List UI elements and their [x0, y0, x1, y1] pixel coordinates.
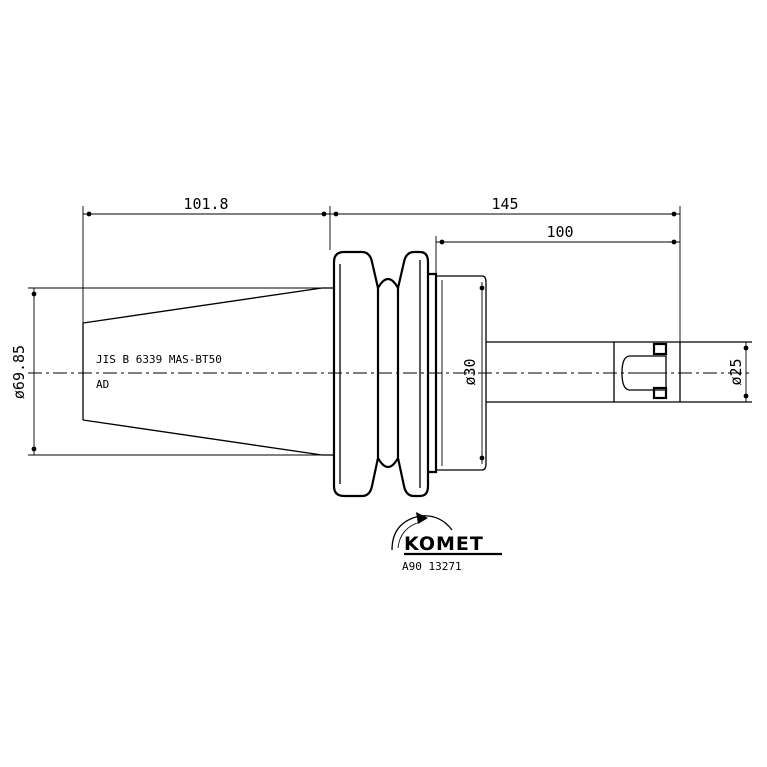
dimension-bore-diameter: ø25 [727, 342, 749, 402]
logo-brand: KOMET [404, 533, 484, 555]
dimension-flange-diameter: ø69.85 [10, 288, 37, 455]
flange-outline [332, 250, 430, 498]
extension-lines [28, 206, 752, 456]
dimension-projection-length: 100 [436, 223, 680, 245]
dim-taper-length-text: 101.8 [183, 195, 228, 213]
dim-overall-length-text: 145 [491, 195, 518, 213]
part-number: A90 13271 [402, 560, 462, 573]
dim-body-diameter-text: ø30 [461, 358, 479, 385]
dimension-taper-length: 101.8 [83, 195, 330, 217]
dim-projection-length-text: 100 [546, 223, 573, 241]
komet-logo: KOMET A90 13271 [391, 512, 502, 573]
shank-outline [486, 341, 752, 403]
taper-outline [82, 287, 334, 456]
body-outline [428, 272, 487, 474]
standard-suffix: AD [96, 378, 109, 391]
dimension-body-diameter: ø30 [461, 282, 485, 464]
dimension-overall-length: 145 [330, 195, 680, 217]
standard-designation: JIS B 6339 MAS-BT50 [96, 353, 222, 366]
dim-bore-diameter-text: ø25 [727, 358, 745, 385]
dim-flange-diameter-text: ø69.85 [10, 345, 28, 399]
